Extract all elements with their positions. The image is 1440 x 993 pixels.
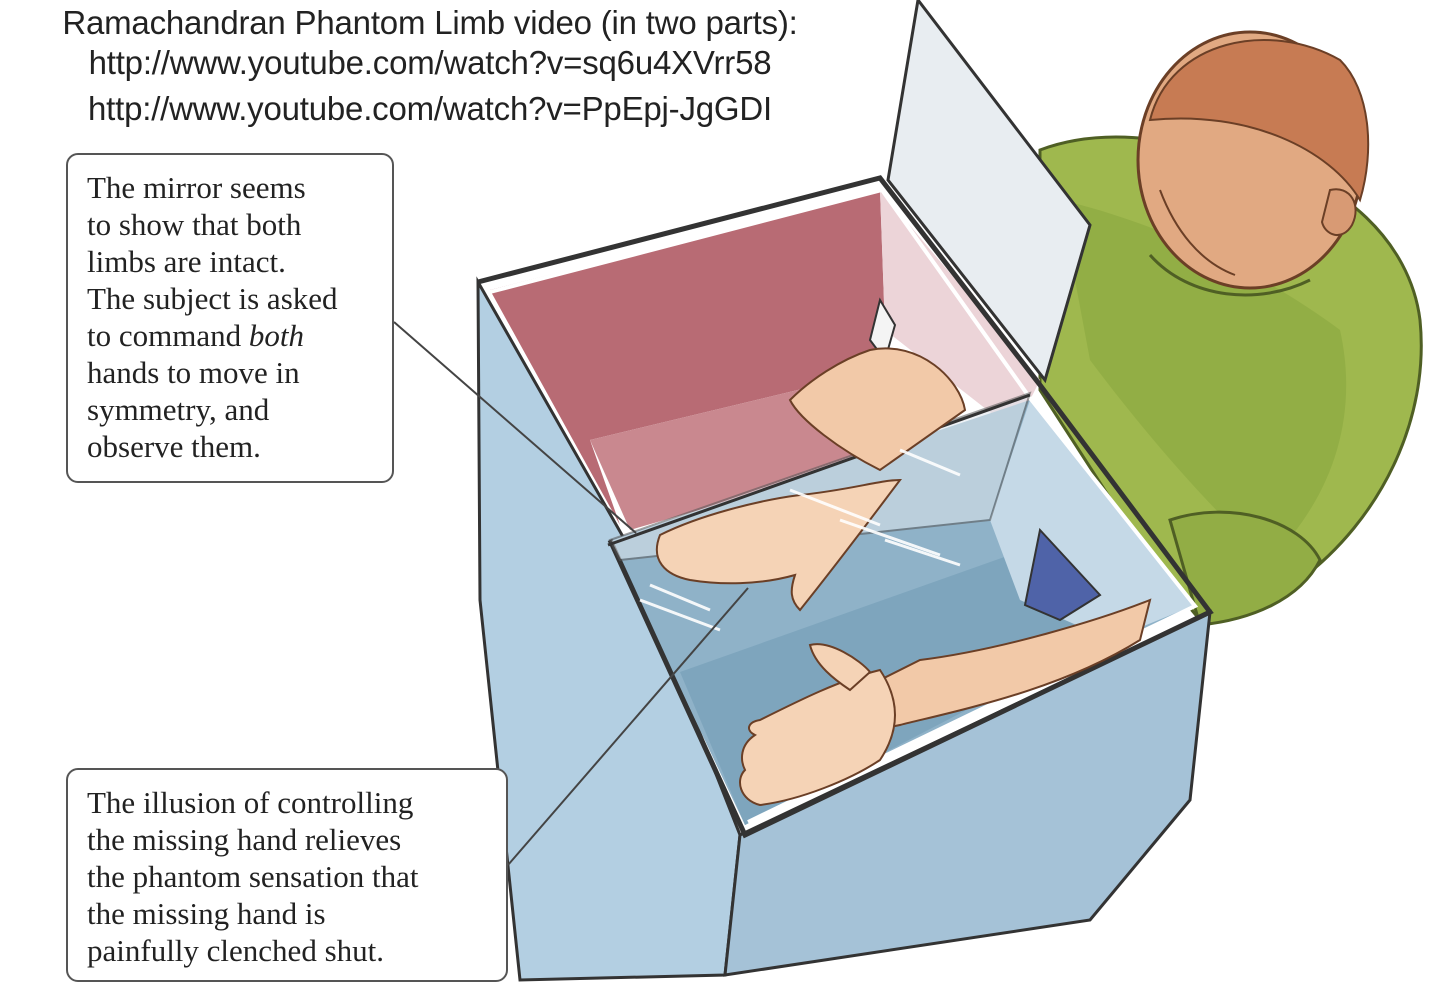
- callout-top-line: to command both: [87, 317, 382, 354]
- video-link-part-1[interactable]: http://www.youtube.com/watch?v=sq6u4XVrr…: [88, 44, 772, 81]
- mirror-edge: [607, 393, 1031, 547]
- callout-top-line: to show that both: [87, 207, 302, 242]
- person: [1038, 30, 1423, 627]
- person-shirt-shade: [1060, 200, 1347, 560]
- callout-top-line: observe them.: [87, 429, 261, 464]
- reflected-arm: [655, 347, 967, 612]
- callout-top-line: The subject is asked: [87, 281, 338, 316]
- box-arm-hole: [1023, 527, 1102, 622]
- intact-arm: [739, 598, 1152, 807]
- box-back-wall: [490, 190, 885, 525]
- callout-top-line: symmetry, and: [87, 392, 270, 427]
- box-right-inner-wall: [880, 190, 1040, 420]
- person-collar: [1148, 254, 1311, 297]
- reflected-forearm: [788, 347, 967, 472]
- person-right-arm: [1168, 510, 1322, 627]
- callout-bottom-line: the missing hand is: [87, 896, 326, 931]
- mirror-upper: [886, 0, 1092, 384]
- callout-top-emphasis: both: [248, 318, 304, 353]
- callout-bottom-line: the phantom sensation that: [87, 859, 419, 894]
- callout-mirror-explanation: The mirror seems to show that both limbs…: [66, 153, 394, 483]
- callout-top-text: to command: [87, 318, 242, 353]
- callout-bottom-line: painfully clenched shut.: [87, 933, 384, 968]
- video-title: Ramachandran Phantom Limb video (in two …: [62, 4, 798, 41]
- leader-line-bottom: [507, 587, 749, 866]
- person-ear: [1320, 188, 1357, 236]
- reflected-hand: [655, 478, 903, 612]
- callout-illusion-explanation: The illusion of controlling the missing …: [66, 768, 508, 982]
- callout-top-line: The mirror seems: [87, 170, 306, 205]
- person-hair: [1148, 39, 1370, 203]
- mirror-sheen: [639, 448, 961, 632]
- intact-thumb: [808, 643, 872, 692]
- box-rim: [477, 175, 1214, 839]
- callout-bottom-line: The illusion of controlling: [87, 785, 414, 820]
- callout-bottom-line: the missing hand relieves: [87, 822, 402, 857]
- person-face-line: [1159, 189, 1236, 276]
- leader-line-top: [393, 321, 637, 534]
- video-link-part-2[interactable]: http://www.youtube.com/watch?v=PpEpj-JgG…: [87, 90, 772, 127]
- callout-top-line: limbs are intact.: [87, 244, 286, 279]
- callout-top-line: hands to move in: [87, 355, 300, 390]
